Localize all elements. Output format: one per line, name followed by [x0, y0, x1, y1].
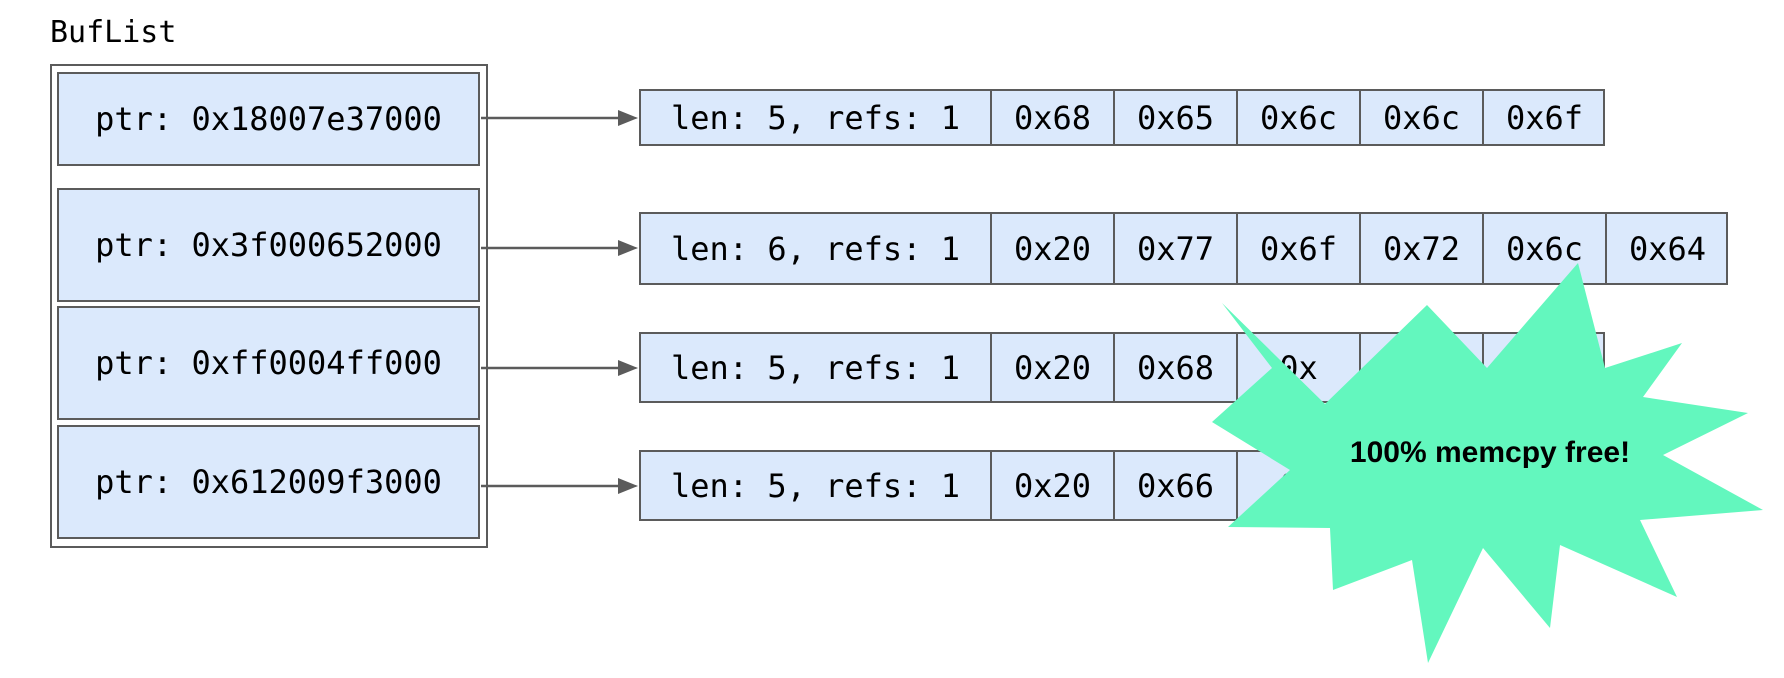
- arrow-3: [481, 360, 638, 376]
- byte-cell: 0x20: [990, 334, 1113, 401]
- byte-cell: [1359, 452, 1482, 519]
- byte-cell: 0x6f: [1236, 214, 1359, 283]
- byte-cell: 0x68: [990, 91, 1113, 144]
- buflist-entry-4: ptr: 0x612009f3000: [57, 425, 480, 539]
- buffer-meta: len: 5, refs: 1: [641, 452, 990, 519]
- byte-cell: 0x64: [1605, 214, 1726, 283]
- arrow-4: [481, 478, 638, 494]
- byte-cell: 0x20: [990, 214, 1113, 283]
- byte-cell: 0x66: [1113, 452, 1236, 519]
- buflist-entry-1: ptr: 0x18007e37000: [57, 72, 480, 166]
- byte-cell: 0x65: [1113, 91, 1236, 144]
- byte-cell: 0x: [1359, 334, 1482, 401]
- buflist-entry-3: ptr: 0xff0004ff000: [57, 306, 480, 420]
- byte-cell: 0x6c: [1482, 214, 1605, 283]
- arrow-1: [481, 110, 638, 126]
- buffer-row-3: len: 5, refs: 1 0x20 0x68 0x 0x: [639, 332, 1605, 403]
- byte-cell: [1482, 452, 1603, 519]
- byte-cell: 0x6f: [1482, 91, 1603, 144]
- buffer-meta: len: 6, refs: 1: [641, 214, 990, 283]
- byte-cell: 0x20: [990, 452, 1113, 519]
- buflist-container: ptr: 0x18007e37000 ptr: 0x3f000652000 pt…: [50, 64, 488, 548]
- byte-cell: 0x: [1236, 334, 1359, 401]
- byte-cell: 0x77: [1113, 214, 1236, 283]
- buflist-title: BufList: [50, 15, 177, 50]
- buffer-row-4: len: 5, refs: 1 0x20 0x66 0x: [639, 450, 1605, 521]
- byte-cell: [1482, 334, 1603, 401]
- byte-cell: 0x6c: [1359, 91, 1482, 144]
- buffer-meta: len: 5, refs: 1: [641, 91, 990, 144]
- byte-cell: 0x72: [1359, 214, 1482, 283]
- buffer-meta: len: 5, refs: 1: [641, 334, 990, 401]
- byte-cell: 0x: [1236, 452, 1359, 519]
- buffer-row-1: len: 5, refs: 1 0x68 0x65 0x6c 0x6c 0x6f: [639, 89, 1605, 146]
- byte-cell: 0x6c: [1236, 91, 1359, 144]
- arrow-2: [481, 240, 638, 256]
- buflist-entry-2: ptr: 0x3f000652000: [57, 188, 480, 302]
- buffer-row-2: len: 6, refs: 1 0x20 0x77 0x6f 0x72 0x6c…: [639, 212, 1728, 285]
- byte-cell: 0x68: [1113, 334, 1236, 401]
